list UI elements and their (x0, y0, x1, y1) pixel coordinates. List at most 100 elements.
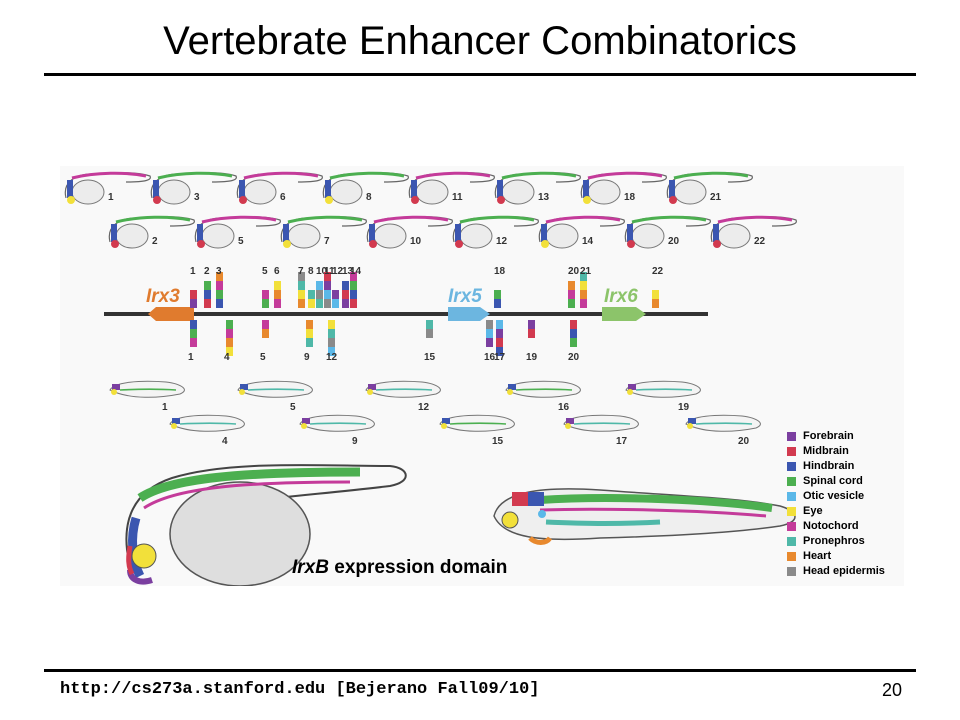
larva-label: 20 (738, 436, 750, 447)
enhancer-label: 2 (204, 266, 210, 277)
embryo-yolk (157, 179, 191, 205)
larva-stain (515, 388, 573, 391)
larva-head-stain (566, 418, 574, 424)
embryo-eye (627, 240, 635, 248)
embryo-thumbnail: 2 (108, 215, 195, 249)
legend-swatch (787, 492, 796, 501)
larva-stain (449, 422, 507, 425)
larva-head-stain (240, 384, 248, 390)
enhancer-bar-segment (298, 290, 305, 299)
larva-eye (565, 423, 571, 429)
embryo-head-stain (627, 224, 633, 242)
larva-stain (309, 422, 367, 425)
enhancer-bar-segment (570, 338, 577, 347)
enhancer-bar-segment (190, 320, 197, 329)
larva-label: 5 (290, 402, 296, 413)
larva-eye (239, 389, 245, 395)
footer-course-url[interactable]: http://cs273a.stanford.edu [Bejerano Fal… (60, 680, 540, 699)
enhancer-bar-segment (580, 281, 587, 290)
legend-label: Eye (803, 505, 823, 517)
larva-label: 4 (222, 436, 228, 447)
enhancer-label: 7 (298, 266, 304, 277)
embryo-label: 20 (668, 236, 680, 247)
enhancer-bar-segment (328, 338, 335, 347)
embryo-label: 10 (410, 236, 422, 247)
enhancer-bar-segment (216, 290, 223, 299)
embryo-eye (67, 196, 75, 204)
larva-label: 9 (352, 436, 358, 447)
embryo-stain (717, 215, 793, 224)
legend-label: Forebrain (803, 430, 854, 442)
embryo-thumbnail: 5 (194, 215, 281, 249)
embryo-eye (153, 196, 161, 204)
enhancer-bar-segment (350, 290, 357, 299)
enhancer-bar-segment (342, 281, 349, 290)
enhancer-bar-segment (308, 290, 315, 299)
enhancer-label: 20 (568, 266, 580, 277)
embryo-eye (283, 240, 291, 248)
enhancer-bar-segment (298, 281, 305, 290)
embryo-label: 3 (194, 192, 200, 203)
caption-text: expression domain (328, 557, 508, 578)
enhancer-bar-segment (262, 329, 269, 338)
embryo-head-stain (497, 180, 503, 198)
embryo-yolk (287, 223, 321, 249)
enhancer-bar-segment (568, 281, 575, 290)
enhancer-bar-segment (204, 299, 211, 308)
legend-swatch (787, 522, 796, 531)
legend-swatch (787, 447, 796, 456)
enhancer-bar-segment (216, 281, 223, 290)
enhancer-label: 11 (324, 266, 335, 277)
enhancer-bar-segment (262, 290, 269, 299)
embryo-stain (243, 171, 319, 180)
slide-title: Vertebrate Enhancer Combinatorics (163, 19, 797, 63)
embryo-eye (197, 240, 205, 248)
enhancer-label: 13 (342, 266, 354, 277)
larva-thumbnail: 12 (365, 380, 441, 413)
embryo-label: 7 (324, 236, 330, 247)
enhancer-bar-segment (350, 281, 357, 290)
enhancer-bar-segment (324, 290, 331, 299)
larva-thumbnail: 17 (563, 414, 639, 447)
legend-swatch (787, 432, 796, 441)
embryo-yolk (673, 179, 707, 205)
enhancer-bar-segment (328, 347, 335, 356)
enhancer-bar-segment (190, 290, 197, 299)
legend-label: Spinal cord (803, 475, 863, 487)
legend-swatch (787, 507, 796, 516)
enhancer-bar-segment (274, 290, 281, 299)
embryo-yolk (201, 223, 235, 249)
enhancer-bar-segment (274, 299, 281, 308)
larva-thumbnail: 1 (109, 380, 185, 413)
larva-stain (179, 422, 237, 425)
larva-thumbnail: 19 (625, 380, 701, 413)
embryo-thumbnail: 10 (366, 215, 453, 249)
enhancer-bar-segment (580, 272, 587, 281)
larva-thumbnail: 16 (505, 380, 581, 413)
larva-stain (573, 422, 631, 425)
enhancer-bar-segment (328, 329, 335, 338)
enhancer-bar-segment (652, 299, 659, 308)
enhancer-bar-segment (204, 281, 211, 290)
embryo-thumbnail: 12 (452, 215, 539, 249)
legend-swatch (787, 462, 796, 471)
embryo-stain (631, 215, 707, 224)
enhancer-bar-segment (350, 299, 357, 308)
larva-label: 1 (162, 402, 168, 413)
embryo-head-stain (239, 180, 245, 198)
embryo-eye (411, 196, 419, 204)
embryo-stain (459, 215, 535, 224)
enhancer-bar-segment (486, 320, 493, 329)
footer-divider (44, 669, 916, 672)
title-divider (44, 73, 916, 76)
larva-stain (695, 422, 753, 425)
embryo-eye (325, 196, 333, 204)
embryo-label: 5 (238, 236, 244, 247)
embryo-eye (497, 196, 505, 204)
irx5-arrow (448, 307, 490, 321)
legend-label: Pronephros (803, 535, 865, 547)
enhancer-label: 8 (308, 266, 314, 277)
